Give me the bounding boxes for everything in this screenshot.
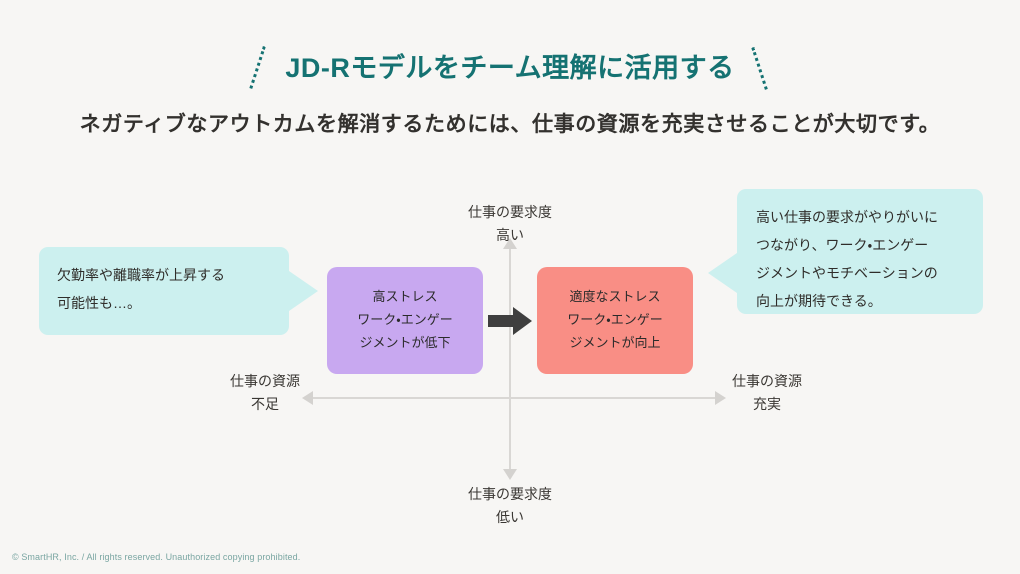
axis-label-bottom: 仕事の要求度 低い <box>425 483 595 529</box>
transition-arrow-right-icon <box>488 306 532 336</box>
axis-label-bottom-line1: 仕事の要求度 <box>468 486 552 502</box>
axis-label-top: 仕事の要求度 高い <box>425 201 595 247</box>
axis-vertical <box>509 246 511 472</box>
quadrant-box-high-stress: 高ストレス ワーク・エンゲー ジメントが低下 <box>327 267 483 374</box>
page-title: JD-Rモデルをチーム理解に活用する <box>285 52 735 83</box>
annotation-callout-right-line4: 向上が期待できる。 <box>756 293 882 309</box>
annotation-callout-left-line1: 欠勤率や離職率が上昇する <box>57 267 225 283</box>
callout-tail-left-icon <box>708 253 737 293</box>
axis-label-left-line2: 不足 <box>251 396 279 413</box>
annotation-callout-right: 高い仕事の要求がやりがいに つながり、ワーク・エンゲー ジメントやモチベーション… <box>708 189 983 314</box>
subtitle: ネガティブなアウトカムを解消するためには、仕事の資源を充実させることが大切です。 <box>79 113 941 136</box>
axis-label-top-line2: 高い <box>496 227 524 244</box>
axis-label-right-line1: 仕事の資源 <box>732 373 802 389</box>
quadrant-box-high-stress-line2: ワーク・エンゲー <box>357 312 453 328</box>
annotation-callout-right-line1: 高い仕事の要求がやりがいに <box>756 209 938 225</box>
axis-arrow-left-icon <box>302 391 313 405</box>
quadrant-box-moderate-stress: 適度なストレス ワーク・エンゲー ジメントが向上 <box>537 267 693 374</box>
quadrant-box-moderate-stress-line2: ワーク・エンゲー <box>567 312 663 328</box>
annotation-callout-right-line2: つながり、ワーク・エンゲー <box>756 237 929 253</box>
axis-arrow-right-icon <box>715 391 726 405</box>
footer-copyright: © SmartHR, Inc. / All rights reserved. U… <box>12 552 301 562</box>
axis-arrow-down-icon <box>503 469 517 480</box>
title-block: JD-Rモデルをチーム理解に活用する <box>0 44 1020 92</box>
annotation-callout-left-line2: 可能性も…。 <box>57 295 141 311</box>
axis-label-right: 仕事の資源 充実 <box>682 370 852 416</box>
quadrant-box-moderate-stress-line3: ジメントが向上 <box>569 334 661 350</box>
dotted-line-left-icon <box>247 45 271 91</box>
annotation-callout-left: 欠勤率や離職率が上昇する 可能性も…。 <box>39 247 318 335</box>
axis-label-right-line2: 充実 <box>753 396 781 413</box>
axis-horizontal <box>310 397 718 399</box>
axis-label-top-line1: 仕事の要求度 <box>468 204 552 220</box>
axis-arrow-up-icon <box>503 238 517 249</box>
quadrant-box-moderate-stress-line1: 適度なストレス <box>569 289 661 305</box>
axis-label-left: 仕事の資源 不足 <box>180 370 350 416</box>
annotation-callout-right-line3: ジメントやモチベーションの <box>756 265 938 281</box>
quadrant-box-high-stress-line1: 高ストレス <box>372 289 438 305</box>
axis-label-bottom-line2: 低い <box>496 509 524 526</box>
callout-tail-right-icon <box>289 271 318 311</box>
quadrant-box-high-stress-line3: ジメントが低下 <box>359 334 451 350</box>
axis-label-left-line1: 仕事の資源 <box>230 373 300 389</box>
dotted-line-right-icon <box>749 45 773 91</box>
